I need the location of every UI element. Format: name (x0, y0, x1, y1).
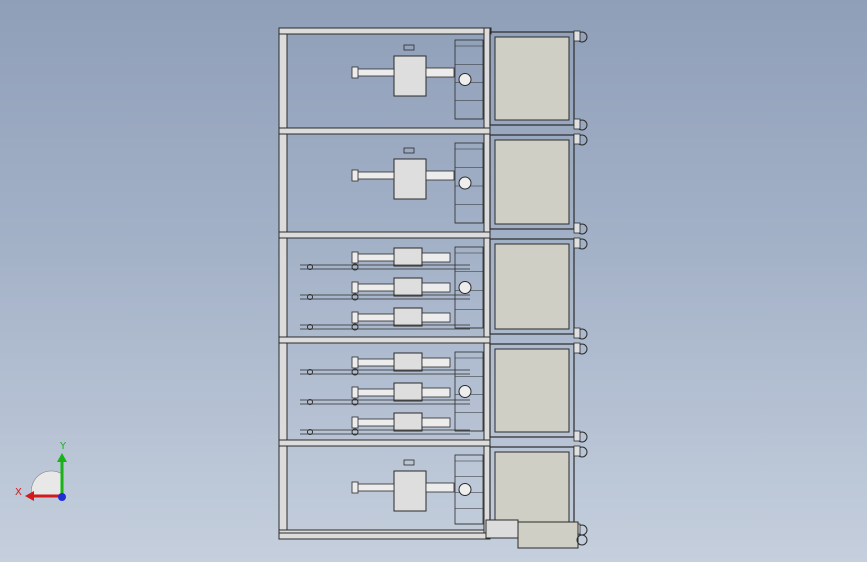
module-3-guide-roller (351, 323, 359, 331)
module-3-piston-rod (354, 283, 395, 292)
module-5-mechanism-gear (458, 483, 472, 496)
module-4-piston-rod (354, 358, 395, 367)
module-4-piston-rod (354, 388, 395, 397)
module-3-cylinder-body (393, 307, 423, 327)
module-3-cylinder-body (393, 247, 423, 267)
module-3-guide-end (307, 264, 313, 270)
x-axis-label: X (15, 487, 22, 498)
module-1-piston-rod (354, 68, 395, 77)
module-4-guide-roller (351, 398, 359, 406)
module-1-lifting-handle (403, 44, 415, 51)
module-3-rod-end (351, 281, 359, 294)
module-1-caster-top-bracket (573, 30, 581, 42)
module-5-cylinder-tail (425, 482, 455, 493)
frame-right-post (483, 27, 491, 537)
x-axis-arrowhead (25, 491, 34, 501)
module-2-caster-top-bracket (573, 133, 581, 145)
module-4-guide-roller (351, 368, 359, 376)
module-2-cabinet-outer (489, 134, 575, 230)
module-5-divider-beam (278, 532, 491, 540)
module-3-divider-beam (278, 336, 491, 344)
module-2-piston-rod (354, 171, 395, 180)
module-3-piston-rod (354, 313, 395, 322)
module-2-rod-end (351, 169, 359, 182)
module-2-divider-beam (278, 231, 491, 239)
module-4-rod-end (351, 356, 359, 369)
module-3-guide-end (307, 324, 313, 330)
module-3-mechanism-gear (458, 281, 472, 294)
y-axis-arrowhead (57, 453, 67, 462)
module-5-cylinder-body (393, 470, 427, 512)
module-5-cabinet-panel (494, 451, 570, 526)
module-4-cylinder-tail (421, 417, 451, 428)
frame-top-beam (278, 27, 492, 35)
module-1-mechanism-gear (458, 73, 472, 86)
module-2-lifting-handle (403, 147, 415, 154)
module-4-cylinder-tail (421, 357, 451, 368)
axis-triad: Y X (15, 441, 67, 501)
module-4-caster-bottom-bracket (573, 430, 581, 442)
module-3-guide-end (307, 294, 313, 300)
module-4-cylinder-body (393, 352, 423, 372)
bottom-caster (576, 534, 588, 546)
module-3-caster-top-bracket (573, 237, 581, 249)
module-2-cylinder-body (393, 158, 427, 200)
y-axis-label: Y (59, 441, 67, 452)
module-5-lifting-handle (403, 459, 415, 466)
bottom-motor-block (485, 519, 519, 539)
module-4-guide-end (307, 399, 313, 405)
module-3-cylinder-tail (421, 282, 451, 293)
module-1-cylinder-tail (425, 67, 455, 78)
module-4-cylinder-body (393, 382, 423, 402)
module-2-mechanism-gear (458, 176, 472, 190)
module-1-cylinder-body (393, 55, 427, 97)
module-3-cylinder-tail (421, 252, 451, 263)
module-4-guide-roller (351, 428, 359, 436)
module-4-cabinet-outer (489, 343, 575, 438)
module-5-caster-top-bracket (573, 445, 581, 457)
module-3-cabinet-outer (489, 238, 575, 335)
module-4-cylinder-tail (421, 387, 451, 398)
module-3-cylinder-body (393, 277, 423, 297)
module-1-divider-beam (278, 127, 491, 135)
module-2-caster-bottom-bracket (573, 222, 581, 234)
module-4-divider-beam (278, 439, 491, 447)
module-1-rod-end (351, 66, 359, 79)
module-4-cabinet-panel (494, 348, 570, 433)
z-axis-dot (58, 493, 66, 501)
frame-left-post (278, 27, 288, 537)
module-4-piston-rod (354, 418, 395, 427)
module-1-cabinet-panel (494, 36, 570, 121)
module-1-cabinet-outer (489, 31, 575, 126)
module-3-guide-roller (351, 263, 359, 271)
module-4-rod-end (351, 386, 359, 399)
module-3-rod-end (351, 311, 359, 324)
module-5-piston-rod (354, 483, 395, 492)
module-5-rod-end (351, 481, 359, 494)
module-1-caster-bottom-bracket (573, 118, 581, 130)
module-3-piston-rod (354, 253, 395, 262)
module-3-cylinder-tail (421, 312, 451, 323)
module-3-caster-bottom-bracket (573, 327, 581, 339)
module-4-caster-top-bracket (573, 342, 581, 354)
module-4-guide-end (307, 369, 313, 375)
module-4-cylinder-body (393, 412, 423, 432)
module-2-cylinder-tail (425, 170, 455, 181)
module-4-guide-end (307, 429, 313, 435)
module-3-guide-roller (351, 293, 359, 301)
module-2-cabinet-panel (494, 139, 570, 225)
module-4-rod-end (351, 416, 359, 429)
bottom-base-block (517, 521, 579, 549)
module-4-mechanism-gear (458, 385, 472, 398)
module-3-rod-end (351, 251, 359, 264)
module-3-cabinet-panel (494, 243, 570, 330)
triad-plane-shade (31, 470, 63, 497)
